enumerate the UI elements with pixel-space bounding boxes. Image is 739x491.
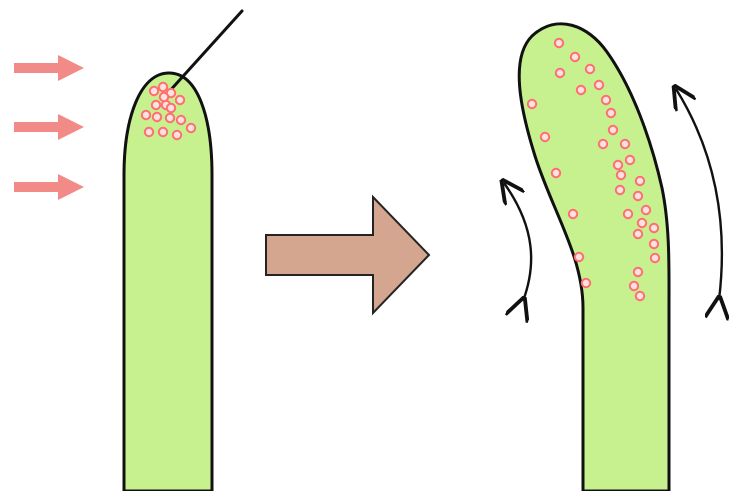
- auxin-particle: [650, 224, 658, 232]
- light-arrows: [14, 55, 84, 200]
- auxin-particle: [176, 96, 184, 104]
- auxin-particle: [630, 282, 638, 290]
- auxin-particle: [552, 169, 560, 177]
- pointer-line: [167, 11, 242, 94]
- auxin-particle: [187, 124, 195, 132]
- auxin-particle: [614, 161, 622, 169]
- auxin-particle: [160, 93, 168, 101]
- auxin-particle: [602, 96, 610, 104]
- auxin-particle: [528, 100, 536, 108]
- auxin-particle: [153, 113, 161, 121]
- auxin-particle: [177, 116, 185, 124]
- transition-arrow: [266, 197, 429, 313]
- auxin-particle: [636, 292, 644, 300]
- auxin-particle: [167, 104, 175, 112]
- auxin-particle: [634, 268, 642, 276]
- auxin-particle: [634, 192, 642, 200]
- auxin-particle: [145, 128, 153, 136]
- light-arrow-bottom: [14, 174, 84, 200]
- auxin-particle: [651, 254, 659, 262]
- auxin-particle: [577, 86, 585, 94]
- auxin-particle: [599, 140, 607, 148]
- light-arrow-top: [14, 55, 84, 81]
- straight-stem-group: [124, 11, 242, 491]
- auxin-particle: [173, 131, 181, 139]
- auxin-particle: [586, 65, 594, 73]
- auxin-particle: [571, 53, 579, 61]
- auxin-particle: [636, 177, 644, 185]
- auxin-particle: [616, 186, 624, 194]
- auxin-particle: [166, 114, 174, 122]
- auxin-particle: [595, 81, 603, 89]
- bent-stem-group: [519, 24, 669, 491]
- auxin-particle: [556, 69, 564, 77]
- auxin-particle: [621, 140, 629, 148]
- auxin-particle: [541, 133, 549, 141]
- auxin-particle: [638, 219, 646, 227]
- auxin-particle: [569, 210, 577, 218]
- straight-stem: [124, 73, 212, 491]
- auxin-particle: [609, 126, 617, 134]
- auxin-particle: [650, 240, 658, 248]
- auxin-particle: [626, 156, 634, 164]
- auxin-particle: [159, 83, 167, 91]
- transition-arrow-group: [266, 197, 429, 313]
- auxin-particle: [555, 39, 563, 47]
- light-arrow-middle: [14, 114, 84, 140]
- auxin-particle: [150, 87, 158, 95]
- auxin-particle: [575, 253, 583, 261]
- auxin-particle: [624, 210, 632, 218]
- auxin-particle: [142, 111, 150, 119]
- auxin-particle: [159, 128, 167, 136]
- auxin-particle: [634, 230, 642, 238]
- bent-stem: [519, 24, 669, 491]
- left-bend-double-arrow: [504, 183, 531, 301]
- right-bend-double-arrow: [676, 89, 722, 300]
- auxin-particle: [582, 279, 590, 287]
- auxin-particle: [607, 109, 615, 117]
- auxin-particle: [152, 101, 160, 109]
- auxin-particle: [642, 206, 650, 214]
- auxin-particle: [617, 171, 625, 179]
